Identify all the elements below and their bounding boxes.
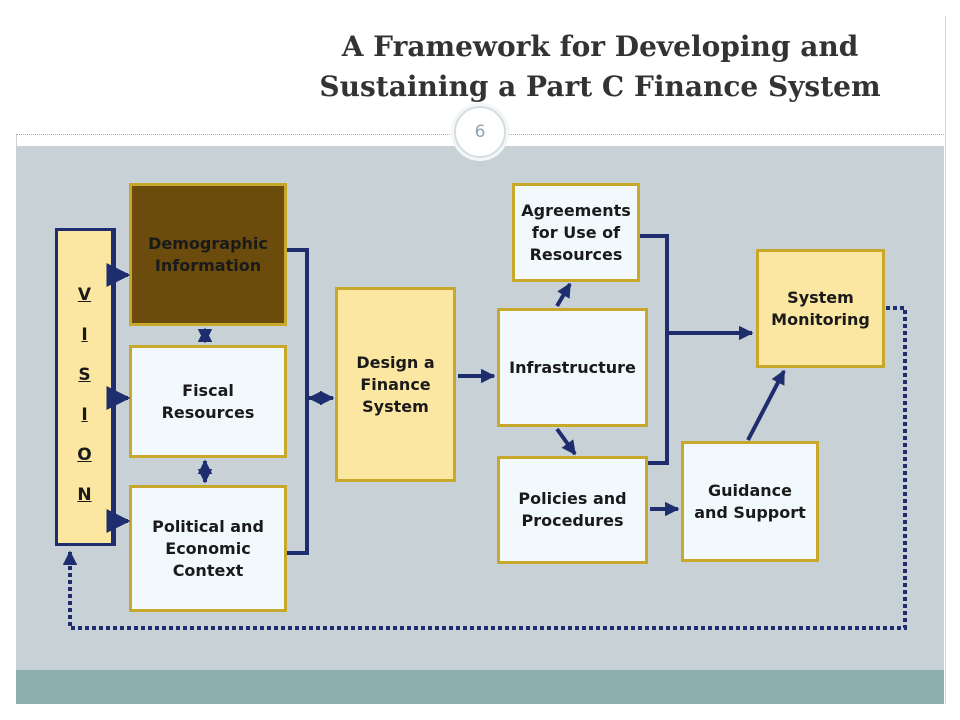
box-label: Demographic Information: [148, 233, 268, 275]
demographic-information-box: Demographic Information: [129, 183, 287, 326]
box-label: Political and Economic Context: [152, 516, 264, 580]
page-number: 6: [474, 122, 486, 142]
vision-letter: I: [81, 405, 88, 425]
system-monitoring-box: System Monitoring: [756, 249, 885, 368]
box-label: Policies and Procedures: [518, 489, 627, 530]
footer-bar: [16, 670, 944, 704]
infrastructure-box: Infrastructure: [497, 308, 648, 427]
guidance-support-box: Guidance and Support: [681, 441, 819, 562]
page-number-badge: 6: [454, 106, 506, 158]
vision-letter: O: [77, 445, 92, 465]
box-label: Design a Finance System: [356, 352, 435, 416]
political-economic-context-box: Political and Economic Context: [129, 485, 287, 612]
slide-title-line-2: Sustaining a Part C Finance System: [319, 70, 881, 103]
vision-letter: N: [77, 485, 92, 505]
vision-letter: S: [78, 365, 91, 385]
box-label: Fiscal Resources: [161, 380, 255, 422]
design-finance-system-box: Design a Finance System: [335, 287, 456, 482]
vision-box: V I S I O N: [55, 228, 116, 546]
box-label: Agreements for Use of Resources: [521, 200, 631, 264]
slide-title-line-1: A Framework for Developing and: [341, 30, 859, 63]
policies-procedures-box: Policies and Procedures: [497, 456, 648, 564]
box-label: System Monitoring: [771, 287, 870, 329]
box-label: Guidance and Support: [694, 480, 806, 522]
agreements-box: Agreements for Use of Resources: [512, 183, 640, 282]
vision-letter: I: [81, 325, 88, 345]
box-label: Infrastructure: [509, 357, 636, 377]
vision-letter: V: [77, 285, 92, 305]
fiscal-resources-box: Fiscal Resources: [129, 345, 287, 458]
